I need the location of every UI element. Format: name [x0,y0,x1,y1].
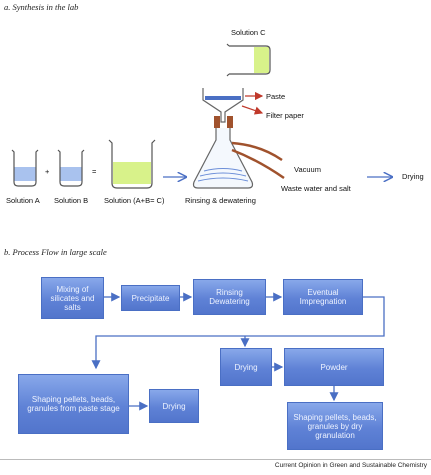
solution-c-container-icon [226,43,271,77]
process-flow-connectors [91,292,385,411]
lab-synthesis-illustration [11,43,431,189]
erlenmeyer-flask-icon [192,128,254,189]
vacuum-tube [231,141,283,162]
label-solution-a: Solution A [6,196,40,205]
step-rinsing: Rinsing Dewatering [193,279,266,315]
label-vacuum: Vacuum [294,165,321,174]
label-waste: Waste water and salt [281,184,351,193]
equals-sign: = [92,167,97,176]
beaker-ab-icon [108,139,156,189]
stopper-left [214,116,220,128]
beaker-b-icon [57,149,85,187]
step-shaping-dry: Shaping pellets, beads, granules by dry … [287,402,383,450]
label-solution-c: Solution C [231,28,266,37]
filter-paper-arrow [241,105,264,115]
step-mixing: Mixing of silicates and salts [41,277,104,319]
label-paste: Paste [266,92,286,101]
section-b-title: b. Process Flow in large scale [4,247,107,257]
step-drying-mid: Drying [220,348,272,386]
footer-divider [0,459,431,460]
step-drying-left: Drying [149,389,199,423]
step-precipitate: Precipitate [121,285,180,311]
step-impregnation: Eventual Impregnation [283,279,363,315]
step-shaping-paste: Shaping pellets, beads, granules from pa… [18,374,129,434]
label-rinsing: Rinsing & dewatering [185,196,256,205]
label-solution-ab: Solution (A+B= C) [104,196,165,205]
beaker-a-icon [11,149,39,187]
step-powder: Powder [284,348,384,386]
waste-tube [231,148,285,180]
label-solution-b: Solution B [54,196,89,205]
section-a-title: a. Synthesis in the lab [4,2,79,12]
stopper-right [227,116,233,128]
footer-credit: Current Opinion in Green and Sustainable… [274,462,427,469]
buchner-funnel-icon [202,88,244,123]
label-drying-lab: Drying [402,172,424,181]
plus-sign: + [45,167,50,176]
label-filter-paper: Filter paper [266,111,304,120]
